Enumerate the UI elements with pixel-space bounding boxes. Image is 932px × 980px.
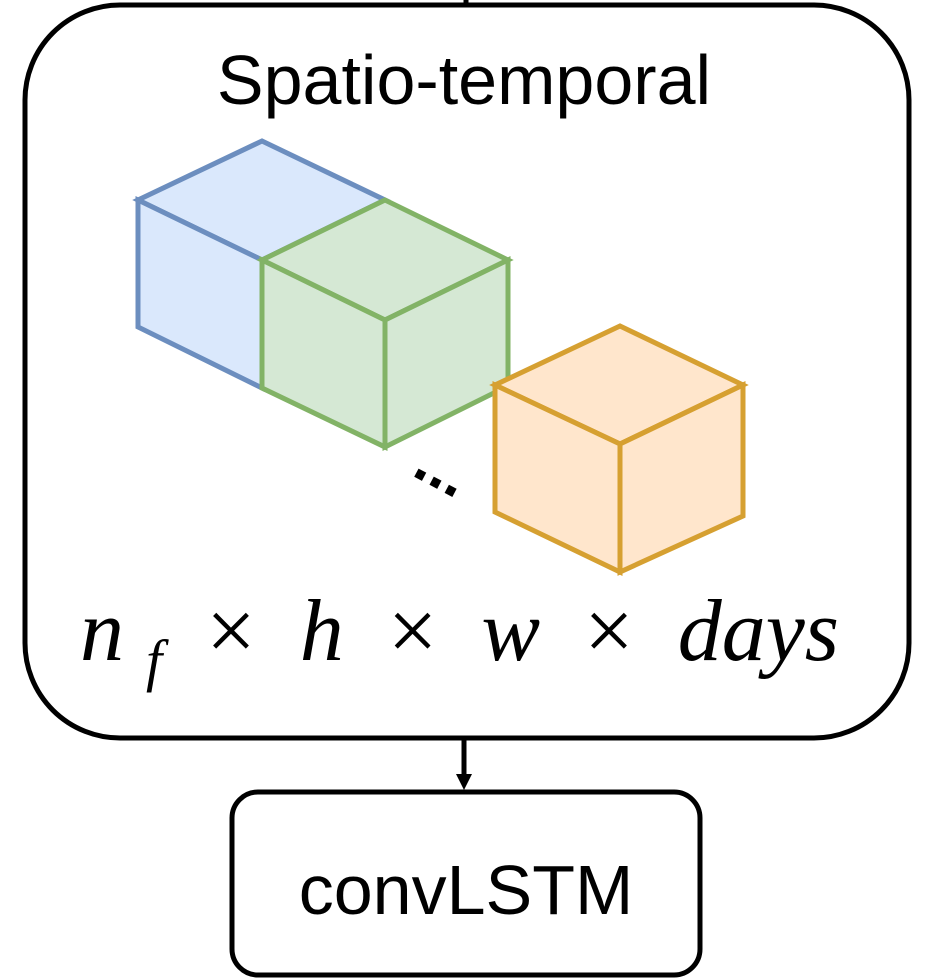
orange-cube bbox=[489, 323, 749, 576]
formula-h: h bbox=[300, 583, 344, 680]
orange-cube-side bbox=[617, 381, 746, 576]
formula-times-2: × bbox=[388, 583, 438, 680]
formula-n: n bbox=[80, 583, 124, 680]
formula-times-1: × bbox=[206, 583, 256, 680]
dimension-formula: n f × h × w × days bbox=[80, 583, 839, 700]
container-title: Spatio-temporal bbox=[217, 41, 711, 119]
green-cube bbox=[256, 197, 514, 452]
arrow-head bbox=[456, 774, 472, 790]
formula-sub-f: f bbox=[146, 628, 169, 693]
formula-w: w bbox=[481, 583, 540, 680]
convlstm-label: convLSTM bbox=[299, 851, 634, 929]
formula-times-3: × bbox=[584, 583, 634, 680]
convlstm-box bbox=[229, 789, 703, 978]
formula-days: days bbox=[678, 583, 839, 680]
